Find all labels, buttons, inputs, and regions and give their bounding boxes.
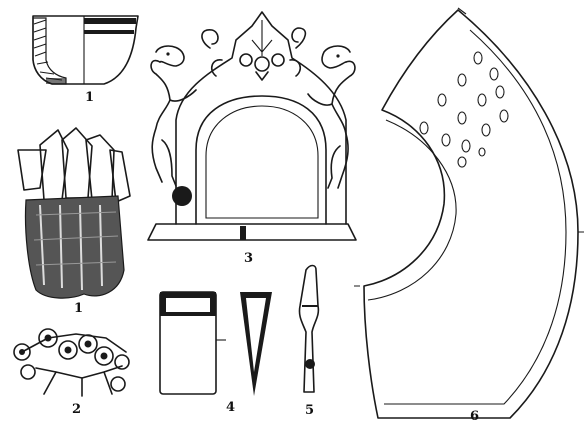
bowl-section-drawing xyxy=(32,15,139,85)
pin-drawing xyxy=(298,264,320,393)
figure-label-1: 1 xyxy=(85,90,94,105)
arc-fragment-drawing xyxy=(354,7,584,419)
plaque-drawing xyxy=(159,291,272,396)
ring-ornament-drawing xyxy=(13,328,130,397)
arch-frame-drawing xyxy=(147,11,357,241)
figure-label-6: 6 xyxy=(470,409,479,424)
blade-cluster-drawing xyxy=(17,127,131,299)
figure-label-5: 5 xyxy=(305,403,314,418)
figure-label-4: 4 xyxy=(226,400,235,415)
figure-label-3: 3 xyxy=(244,251,253,266)
figure-label-2: 2 xyxy=(72,402,81,417)
figure-label-1b: 1 xyxy=(74,301,83,316)
